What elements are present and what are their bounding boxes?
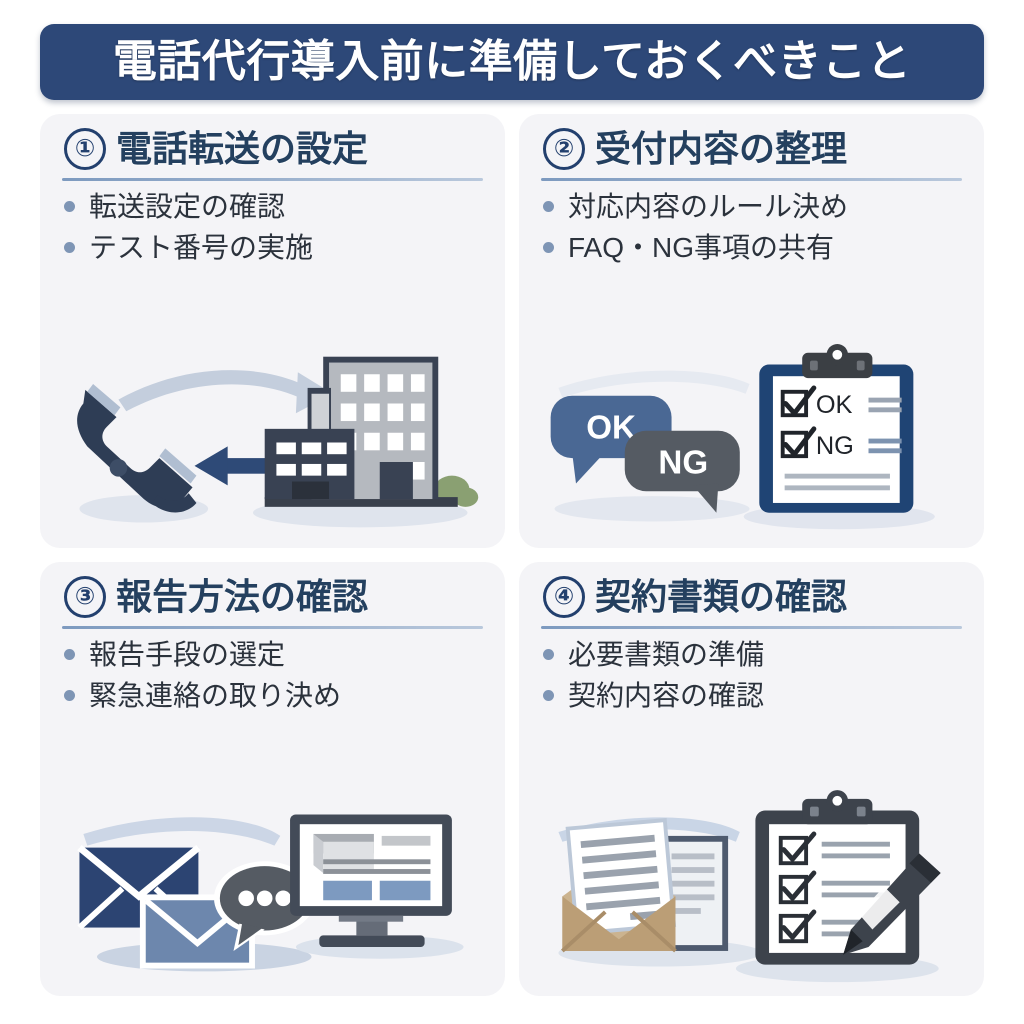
phone-handset-icon <box>77 384 197 513</box>
swoosh-decoration <box>83 817 281 846</box>
monitor-icon <box>290 814 452 948</box>
clipboard-ng-label: NG <box>816 432 854 460</box>
bullet-text: 緊急連絡の取り決め <box>89 680 342 711</box>
card-reception-rules: ② 受付内容の整理 対応内容のルール決め FAQ・NG事項の共有 <box>519 114 984 548</box>
list-item: 報告手段の選定 <box>64 637 487 672</box>
bullet-dot-icon <box>543 242 554 253</box>
list-item: テスト番号の実施 <box>64 230 487 265</box>
list-item: 必要書類の準備 <box>543 637 966 672</box>
clipboard-ok-label: OK <box>816 391 853 419</box>
ng-speech-bubble-icon: NG <box>624 430 740 513</box>
card-1-number: ① <box>64 128 106 170</box>
card-1-bullet-list: 転送設定の確認 テスト番号の実施 <box>58 187 487 271</box>
ok-bubble-label: OK <box>586 410 636 447</box>
checklist-clipboard-icon <box>755 790 920 965</box>
title-banner: 電話代行導入前に準備しておくべきこと <box>40 24 984 100</box>
swoosh-decoration <box>558 370 750 398</box>
chat-bubble-icon <box>214 861 316 951</box>
bullet-text: FAQ・NG事項の共有 <box>568 232 835 263</box>
building-base <box>264 497 458 507</box>
bullet-text: 転送設定の確認 <box>89 191 286 222</box>
bullet-text: 契約内容の確認 <box>568 680 765 711</box>
card-4-title: 契約書類の確認 <box>595 576 848 618</box>
card-4-number: ④ <box>543 576 585 618</box>
card-3-bullet-list: 報告手段の選定 緊急連絡の取り決め <box>58 635 487 719</box>
bullet-dot-icon <box>543 201 554 212</box>
card-2-divider <box>541 178 962 181</box>
bullet-dot-icon <box>64 242 75 253</box>
document-front-icon <box>565 818 677 936</box>
curved-arrow-icon <box>118 370 333 414</box>
card-3-title: 報告方法の確認 <box>116 576 369 618</box>
card-4-header: ④ 契約書類の確認 <box>537 576 966 618</box>
list-item: 契約内容の確認 <box>543 678 966 713</box>
card-3-divider <box>62 626 483 629</box>
list-item: 転送設定の確認 <box>64 189 487 224</box>
card-1-divider <box>62 178 483 181</box>
card-2-bullet-list: 対応内容のルール決め FAQ・NG事項の共有 <box>537 187 966 271</box>
bullet-dot-icon <box>543 649 554 660</box>
card-3-header: ③ 報告方法の確認 <box>58 576 487 618</box>
card-2-header: ② 受付内容の整理 <box>537 128 966 170</box>
bubbles-shadow <box>554 496 750 522</box>
card-contract-documents: ④ 契約書類の確認 必要書類の準備 契約内容の確認 <box>519 562 984 996</box>
swoosh-decoration <box>558 817 740 842</box>
bullet-dot-icon <box>64 649 75 660</box>
bullet-dot-icon <box>64 690 75 701</box>
bush-icon <box>434 475 479 507</box>
card-2-number: ② <box>543 128 585 170</box>
card-4-illustration <box>537 719 966 988</box>
card-1-illustration <box>58 271 487 540</box>
checklist-clipboard-icon: OK NG <box>759 344 914 513</box>
list-item: FAQ・NG事項の共有 <box>543 230 966 265</box>
bullet-text: 必要書類の準備 <box>568 639 765 670</box>
ng-bubble-label: NG <box>658 445 708 482</box>
bullet-dot-icon <box>543 690 554 701</box>
card-2-title: 受付内容の整理 <box>595 128 848 170</box>
card-1-title: 電話転送の設定 <box>116 128 369 170</box>
card-phone-forwarding: ① 電話転送の設定 転送設定の確認 テスト番号の実施 <box>40 114 505 548</box>
low-building-icon <box>264 428 355 500</box>
bullet-text: テスト番号の実施 <box>89 232 314 263</box>
pen-icon <box>843 853 941 955</box>
card-report-method: ③ 報告方法の確認 報告手段の選定 緊急連絡の取り決め <box>40 562 505 996</box>
card-1-header: ① 電話転送の設定 <box>58 128 487 170</box>
list-item: 対応内容のルール決め <box>543 189 966 224</box>
bullet-text: 対応内容のルール決め <box>568 191 849 222</box>
bullet-dot-icon <box>64 201 75 212</box>
card-4-divider <box>541 626 962 629</box>
card-grid: ① 電話転送の設定 転送設定の確認 テスト番号の実施 <box>40 114 984 996</box>
page-title: 電話代行導入前に準備しておくべきこと <box>112 37 912 86</box>
card-2-illustration: OK NG <box>537 271 966 540</box>
envelope-front-icon <box>561 896 677 953</box>
bullet-text: 報告手段の選定 <box>89 639 286 670</box>
card-3-illustration <box>58 719 487 988</box>
list-item: 緊急連絡の取り決め <box>64 678 487 713</box>
card-4-bullet-list: 必要書類の準備 契約内容の確認 <box>537 635 966 719</box>
card-3-number: ③ <box>64 576 106 618</box>
